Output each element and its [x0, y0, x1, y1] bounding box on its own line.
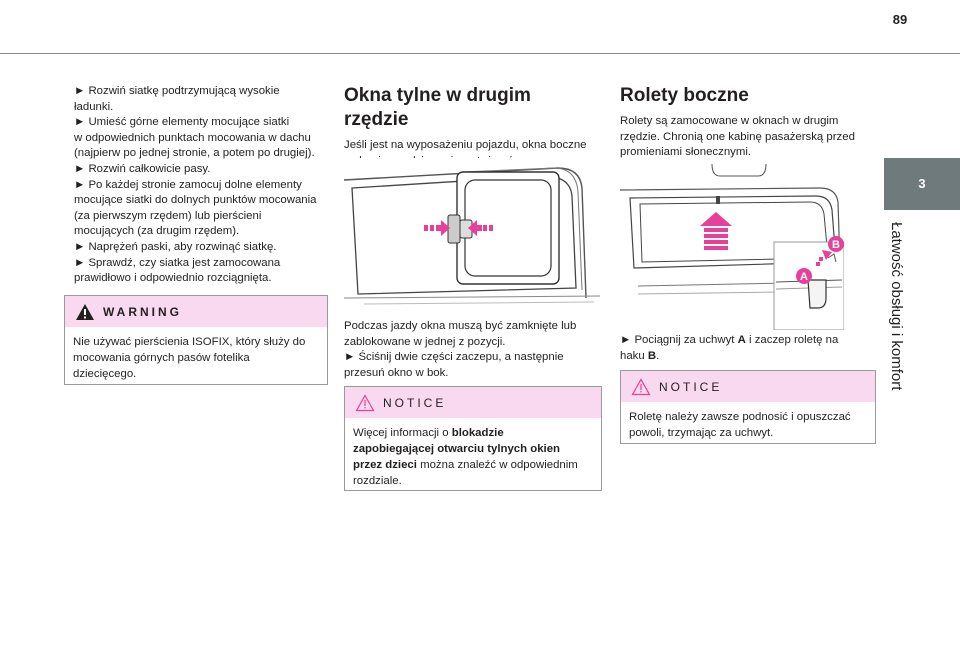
notice-icon	[355, 393, 375, 411]
top-rule	[0, 53, 960, 54]
warning-header: WARNING	[65, 296, 327, 327]
notice-bold: blokadzie	[451, 427, 504, 439]
page-number: 89	[892, 12, 908, 27]
section-title: Łatwość obsługi i komfort	[881, 222, 911, 412]
notice-box-windows: NOTICE Więcej informacji o blokadzie zap…	[344, 386, 602, 491]
heading-rear-windows: Okna tylne w drugim rzędzie	[344, 85, 531, 130]
text-line: ładunki.	[74, 100, 114, 113]
warning-line: Nie używać pierścienia ISOFIX, który słu…	[73, 336, 306, 348]
instr-text: .	[656, 349, 660, 362]
side-blind-illustration: A B	[620, 162, 844, 330]
section-tab[interactable]: 3	[884, 158, 960, 210]
text-line: mocujących (za drugim rzędem).	[74, 225, 240, 238]
heading-side-blinds: Rolety boczne	[620, 85, 749, 106]
notice-line: Roletę należy zawsze podnosić i opuszcza…	[629, 411, 851, 423]
label-a: A	[800, 271, 808, 283]
text-line: ► Ściśnij dwie części zaczepu, a następn…	[344, 351, 564, 364]
column-3-after: ► Pociągnij za uchwyt A i zaczep roletę …	[620, 333, 874, 364]
text-line: ► Naprężeń paski, aby rozwinąć siatkę.	[74, 240, 277, 253]
text-line: Podczas jazdy okna muszą być zamknięte l…	[344, 320, 577, 332]
text-line: ► Pociągnij za uchwyt A i zaczep roletę …	[620, 333, 874, 349]
notice-text: można znaleźć w odpowiednim	[416, 459, 578, 471]
instr-text: i zaczep roletę na	[745, 334, 839, 346]
column-2: Okna tylne w drugim rzędzie Jeśli jest n…	[344, 84, 598, 169]
column-1: ► Rozwiń siatkę podtrzymującą wysokie ła…	[74, 84, 328, 287]
notice-bold: zapobiegającej otwarciu tylnych okien	[353, 443, 560, 455]
text-line: ► Rozwiń siatkę podtrzymującą wysokie	[74, 85, 280, 97]
text-line: ► Po każdej stronie zamocuj dolne elemen…	[74, 178, 302, 191]
text-line: zablokowane w jednej z pozycji.	[344, 335, 506, 348]
notice-line: powoli, trzymając za uchwyt.	[629, 427, 774, 439]
notice-line: przez dzieci można znaleźć w odpowiednim	[353, 457, 593, 473]
text-line: Rolety są zamocowane w oknach w drugim	[620, 115, 839, 127]
warning-box: WARNING Nie używać pierścienia ISOFIX, k…	[64, 295, 328, 385]
text-line: prawidłowo i odpowiednio rozciągnięta.	[74, 272, 272, 285]
notice-bold: przez dzieci	[353, 459, 417, 471]
instr-text: ► Pociągnij za uchwyt	[620, 334, 738, 346]
text-line: przesuń okno w bok.	[344, 366, 449, 379]
notice-title: NOTICE	[383, 395, 447, 410]
notice-header: NOTICE	[345, 387, 601, 418]
notice-line: rozdziale.	[353, 475, 402, 487]
label-b: B	[832, 239, 840, 251]
notice-line: Więcej informacji o blokadzie	[353, 425, 593, 441]
text-line: promieniami słonecznymi.	[620, 146, 752, 159]
instr-bold: B	[647, 349, 657, 362]
notice-title: NOTICE	[659, 379, 723, 394]
text-line: (najpierw po jednej stronie, a potem po …	[74, 147, 315, 160]
text-line: Jeśli jest na wyposażeniu pojazdu, okna …	[344, 139, 587, 151]
column-2-after: Podczas jazdy okna muszą być zamknięte l…	[344, 319, 598, 381]
instr-bold: A	[737, 334, 746, 346]
text-line: ► Sprawdź, czy siatka jest zamocowana	[74, 256, 281, 269]
text-line: ► Rozwiń całkowicie pasy.	[74, 162, 211, 175]
notice-line: zapobiegającej otwarciu tylnych okien	[353, 441, 593, 457]
warning-line: mocowania górnych pasów fotelika	[73, 352, 250, 364]
column-3: Rolety boczne Rolety są zamocowane w okn…	[620, 84, 874, 161]
text-line: mocujące siatki do dolnych punktów mocow…	[74, 194, 317, 207]
label-b-marker	[828, 236, 844, 252]
notice-box-blinds: NOTICE Roletę należy zawsze podnosić i o…	[620, 370, 876, 444]
text-line: w odpowiednich punktach mocowania w dach…	[74, 131, 311, 144]
text-line: rzędzie. Chronią one kabinę pasażerską p…	[620, 130, 855, 143]
section-title-text: Łatwość obsługi i komfort	[888, 222, 905, 391]
notice-icon	[631, 377, 651, 395]
warning-icon	[76, 303, 94, 320]
warning-line: dziecięcego.	[73, 368, 137, 380]
notice-header: NOTICE	[621, 371, 875, 402]
instr-text: haku	[620, 349, 648, 362]
text-line: ► Umieść górne elementy mocujące siatki	[74, 116, 290, 129]
text-line: (za pierwszym rzędem) lub pierścieni	[74, 209, 262, 222]
warning-title: WARNING	[103, 304, 182, 319]
label-a-marker	[796, 268, 812, 284]
text-line: haku B.	[620, 349, 874, 365]
rear-window-illustration	[344, 158, 600, 310]
notice-text: Więcej informacji o	[353, 427, 452, 439]
